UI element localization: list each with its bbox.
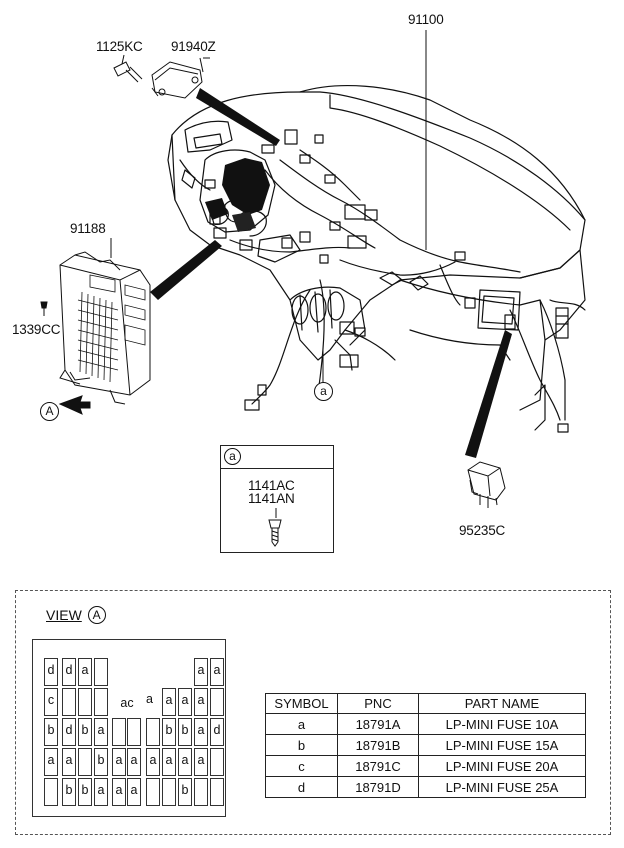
- leader-91940z: [196, 88, 280, 146]
- harness-wires: [279, 159, 521, 273]
- view-title-marker: A: [87, 606, 106, 624]
- cluster-harness-bundle: [222, 158, 270, 215]
- callout-symbol: a: [224, 448, 241, 465]
- fuse-slot-empty: [210, 748, 224, 776]
- fuse-slot-empty: [146, 778, 160, 806]
- label-91940z: 91940Z: [171, 39, 216, 54]
- view-title: VIEW A: [46, 606, 106, 625]
- screw-1141: [268, 519, 282, 529]
- fuse-slot-a: a: [194, 688, 208, 716]
- fuse-slot-a: a: [210, 658, 224, 686]
- fuse-slot-b: b: [162, 718, 176, 746]
- cell-pnc: 18791B: [337, 734, 419, 756]
- fuse-slot-a: a: [162, 688, 176, 716]
- fuse-slot-d: d: [210, 718, 224, 746]
- label-1125kc: 1125KC: [96, 39, 143, 54]
- view-arrow: [58, 395, 91, 415]
- cell-pnc: 18791A: [337, 713, 419, 735]
- callout-header: a: [221, 446, 333, 469]
- fuse-slot-a: a: [127, 778, 141, 806]
- fuse-slot-a: a: [127, 748, 141, 776]
- fuse-slot-empty: [78, 748, 92, 776]
- fuse-slot-b: b: [78, 718, 92, 746]
- header-symbol: SYMBOL: [265, 693, 338, 714]
- label-95235c: 95235C: [459, 523, 506, 538]
- label-91100: 91100: [408, 12, 444, 27]
- cell-part-name: LP-MINI FUSE 25A: [418, 776, 586, 798]
- fuse-slot-empty: [127, 718, 141, 746]
- cell-part-name: LP-MINI FUSE 20A: [418, 755, 586, 777]
- fuse-slot-b: b: [62, 778, 76, 806]
- header-part-name: PART NAME: [418, 693, 586, 714]
- fuse-slot-b: b: [178, 778, 192, 806]
- table-row: b 18791B LP-MINI FUSE 15A: [265, 734, 586, 756]
- callout-part-1141an: 1141AN: [248, 491, 295, 506]
- callout-part-1141ac: 1141AC: [248, 478, 295, 493]
- fuse-slot-b: b: [78, 778, 92, 806]
- cell-pnc: 18791D: [337, 776, 419, 798]
- fuse-slot-a: a: [146, 748, 160, 776]
- fuse-slot-ac: ac: [114, 696, 140, 716]
- fuse-slot-a: a: [112, 748, 126, 776]
- fuse-slot-a: a: [78, 658, 92, 686]
- fuse-slot-empty: [194, 778, 208, 806]
- table-row: d 18791D LP-MINI FUSE 25A: [265, 776, 586, 798]
- fuse-slot-a: a: [178, 748, 192, 776]
- fuse-slot-d: d: [62, 658, 76, 686]
- leader-95235c: [465, 330, 512, 458]
- fuse-parts-table: SYMBOL PNC PART NAME a 18791A LP-MINI FU…: [265, 693, 586, 798]
- cell-symbol: b: [265, 734, 338, 756]
- table-header-row: SYMBOL PNC PART NAME: [265, 693, 586, 714]
- fuse-slot-empty: [210, 688, 224, 716]
- fuse-slot-d: d: [62, 718, 76, 746]
- cell-symbol: d: [265, 776, 338, 798]
- fuse-slot-empty: [162, 778, 176, 806]
- bolt-1125kc: [113, 61, 131, 77]
- fuse-slot-empty: [62, 688, 76, 716]
- header-pnc: PNC: [337, 693, 419, 714]
- view-title-text: VIEW: [46, 607, 82, 623]
- fuse-slot-empty: [146, 718, 160, 746]
- table-row: a 18791A LP-MINI FUSE 10A: [265, 713, 586, 735]
- cell-symbol: a: [265, 713, 338, 735]
- callout-box-a: a 1141AC 1141AN: [220, 445, 334, 553]
- fuse-slot-d: d: [44, 658, 58, 686]
- fuse-slot-empty: [112, 718, 126, 746]
- fuse-slot-a: a: [94, 778, 108, 806]
- fuse-slot-a: a: [194, 748, 208, 776]
- label-1339cc: 1339CC: [12, 322, 61, 337]
- fuse-slot-empty: [78, 688, 92, 716]
- relay-95235c: [467, 461, 506, 501]
- fuse-slot-b: b: [44, 718, 58, 746]
- fuse-slot-a: a: [194, 658, 208, 686]
- fuse-slot-a: a: [194, 718, 208, 746]
- fuse-slot-a: a: [94, 718, 108, 746]
- table-row: c 18791C LP-MINI FUSE 20A: [265, 755, 586, 777]
- fuse-slot-empty: [94, 688, 108, 716]
- fuse-slot-a: a: [44, 748, 58, 776]
- fuse-slot-a: a: [112, 778, 126, 806]
- fuse-slot-empty: [94, 658, 108, 686]
- cell-pnc: 18791C: [337, 755, 419, 777]
- fuse-slot-b: b: [94, 748, 108, 776]
- leader-91188: [150, 240, 222, 300]
- fuse-slot-empty: [210, 778, 224, 806]
- callout-a-marker: a: [314, 382, 333, 401]
- cell-part-name: LP-MINI FUSE 10A: [418, 713, 586, 735]
- fuse-slot-c: c: [44, 688, 58, 716]
- label-91188: 91188: [70, 221, 106, 236]
- cell-symbol: c: [265, 755, 338, 777]
- fuse-slot-empty: [44, 778, 58, 806]
- fuse-slot-a: a: [62, 748, 76, 776]
- fuse-slot-a: a: [178, 688, 192, 716]
- fuse-slot-a: a: [162, 748, 176, 776]
- view-a-marker: A: [40, 402, 59, 421]
- dashboard-outline: [171, 91, 586, 361]
- fuse-slot-b: b: [178, 718, 192, 746]
- cell-part-name: LP-MINI FUSE 15A: [418, 734, 586, 756]
